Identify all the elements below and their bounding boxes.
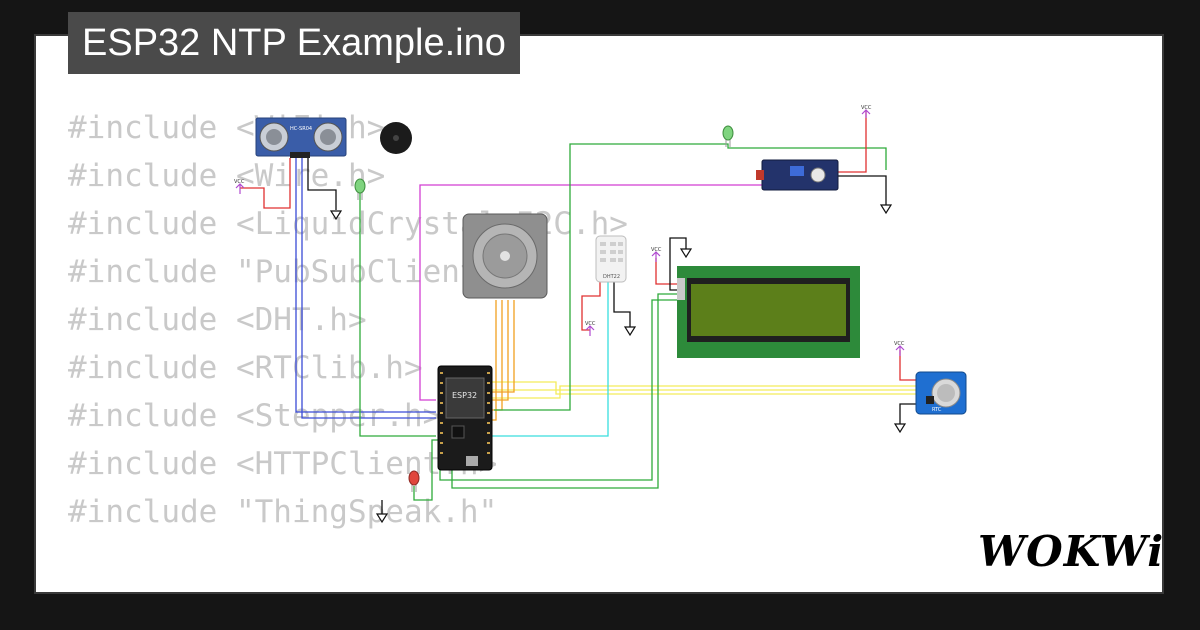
lcd-display[interactable] xyxy=(677,266,860,358)
wire-yellow xyxy=(485,385,918,399)
page-title: ESP32 NTP Example.ino xyxy=(68,12,520,74)
ground-icon xyxy=(679,248,693,259)
wire-black xyxy=(669,237,687,291)
code-line: #define ... xyxy=(68,584,628,592)
ultrasonic-label: HC-SR04 xyxy=(290,126,312,132)
wire-magenta xyxy=(419,184,762,401)
wire-blue xyxy=(295,158,436,413)
wire-red xyxy=(899,350,918,381)
vcc-icon xyxy=(585,325,595,336)
wire-green xyxy=(359,192,436,437)
ground-icon xyxy=(623,326,637,337)
light-sensor-module[interactable] xyxy=(756,159,839,191)
code-line: #include <DHT.h> xyxy=(68,302,367,338)
wire-black xyxy=(307,158,337,210)
rtc-module[interactable]: RTC xyxy=(915,371,967,415)
vcc-icon xyxy=(895,345,905,356)
ground-icon xyxy=(893,423,907,434)
vcc-label: VCC xyxy=(651,247,662,253)
code-line: #include <Stepper.h> xyxy=(68,398,442,434)
wire-green xyxy=(494,143,887,411)
vcc-icon xyxy=(861,109,871,118)
ground-icon xyxy=(879,204,893,215)
vcc-label: VCC xyxy=(861,105,872,111)
vcc-icon xyxy=(651,251,661,262)
wire-cyan xyxy=(490,282,609,437)
vcc-label: VCC xyxy=(894,341,905,347)
wire-red xyxy=(581,282,601,331)
wire-blue xyxy=(301,158,436,419)
code-line: #include "ThingSpeak.h" xyxy=(68,494,498,530)
esp32-label: ESP32 xyxy=(452,391,477,400)
wire-red xyxy=(240,158,291,209)
code-line: #include <RTClib.h> xyxy=(68,350,423,386)
wire-green xyxy=(451,293,680,489)
ground-icon xyxy=(375,513,389,524)
led-green-1[interactable] xyxy=(354,178,366,200)
code-preview: #include <WiFi.h>#include <Wire.h>#inclu… xyxy=(68,104,628,592)
wire-orange xyxy=(488,300,515,393)
wire-black xyxy=(899,403,918,424)
led-red[interactable] xyxy=(408,470,420,492)
ultrasonic-sensor[interactable]: HC-SR04 xyxy=(255,117,347,158)
wire-yellow xyxy=(490,381,918,395)
buzzer[interactable] xyxy=(380,122,412,154)
ground-symbols xyxy=(329,204,907,524)
led-green-2[interactable] xyxy=(722,125,734,147)
vcc-label: VCC xyxy=(585,321,596,327)
wire-green xyxy=(413,439,446,501)
wire-red xyxy=(838,110,867,173)
wire-red xyxy=(655,258,680,285)
rtc-label: RTC xyxy=(932,407,942,413)
vcc-icon xyxy=(235,183,245,194)
dht22-sensor[interactable]: DHT22 xyxy=(595,235,627,283)
diagram-canvas: #include <WiFi.h>#include <Wire.h>#inclu… xyxy=(34,34,1164,594)
vcc-label: VCC xyxy=(234,179,245,185)
esp32-board[interactable]: ESP32 xyxy=(437,365,493,471)
wires xyxy=(240,110,918,514)
dht-label: DHT22 xyxy=(603,274,620,280)
wire-black xyxy=(838,175,887,206)
wire-orange xyxy=(488,300,509,401)
ground-icon xyxy=(329,210,343,221)
vcc-labels: VCC VCC VCC VCC VCC xyxy=(234,105,905,347)
wokwi-logo: WOKWi xyxy=(978,527,1165,576)
stepper-motor[interactable] xyxy=(462,213,548,299)
vcc-symbols xyxy=(235,109,905,356)
wire-black xyxy=(613,282,631,328)
code-line: #include <LiquidCrystal_I2C.h> xyxy=(68,206,628,242)
wire-green xyxy=(439,299,680,481)
